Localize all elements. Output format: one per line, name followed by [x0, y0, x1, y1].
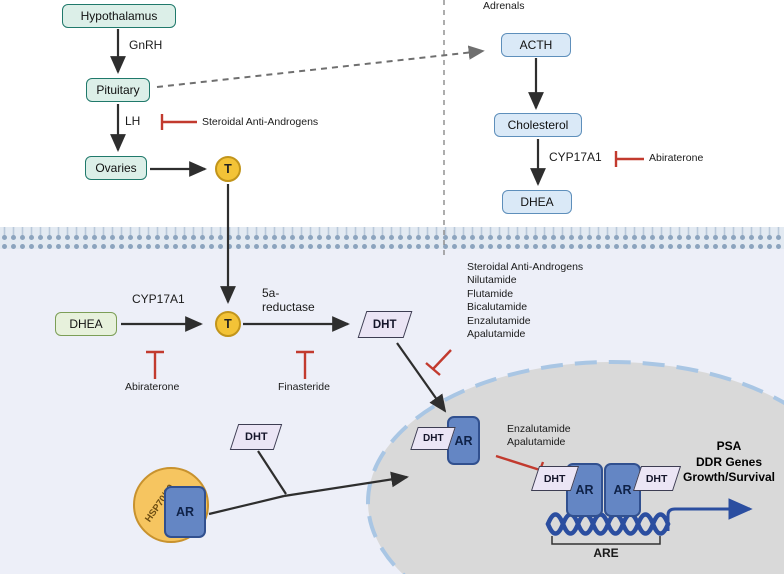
- acth-box: ACTH: [501, 33, 571, 57]
- transcription-arrow: [666, 498, 753, 531]
- cyp17a1-cell-label: CYP17A1: [132, 292, 185, 306]
- antagonist-item: Apalutamide: [467, 328, 526, 341]
- antagonist-item: Bicalutamide: [467, 301, 528, 314]
- dhea-adrenal-label: DHEA: [520, 195, 554, 209]
- ar-hsp-label: AR: [175, 505, 195, 519]
- ar-hsp-box: AR: [164, 486, 206, 538]
- antagonist-item: Nilutamide: [467, 274, 517, 287]
- dht-free-label: DHT: [244, 431, 268, 443]
- gene-output-list: PSA DDR Genes Growth/Survival: [674, 439, 784, 486]
- antagonist-item: Flutamide: [467, 287, 514, 300]
- ar-antagonist-list: Steroidal Anti-Androgens Nilutamide Flut…: [467, 261, 583, 341]
- ovaries-label: Ovaries: [95, 161, 137, 175]
- are-bracket: [551, 536, 661, 545]
- dht-main-parallelogram: DHT: [357, 311, 413, 338]
- dhea-cell-label: DHEA: [69, 317, 103, 331]
- testosterone-letter: T: [224, 162, 232, 176]
- cyp17a1-adrenal-label: CYP17A1: [549, 150, 602, 164]
- dht-nucleus-label: DHT: [422, 433, 444, 444]
- dht-nucleus-parallelogram: DHT: [410, 427, 456, 450]
- abiraterone-cell-label: Abiraterone: [125, 381, 180, 393]
- pituitary-label: Pituitary: [96, 83, 140, 97]
- dna-helix: [545, 512, 671, 536]
- are-label: ARE: [593, 546, 619, 560]
- testosterone-letter-cell: T: [224, 317, 232, 331]
- testosterone-circle-cell: T: [215, 311, 241, 337]
- lh-inhibitor-label: Steroidal Anti-Androgens: [202, 116, 319, 128]
- adrenals-title: Adrenals: [483, 0, 525, 12]
- nuclear-antagonists-label: Enzalutamide Apalutamide: [507, 423, 571, 449]
- inhibitor-tbars: [146, 114, 644, 479]
- lh-label: LH: [125, 114, 141, 128]
- gene-output-item: DDR Genes: [695, 454, 763, 469]
- ar-dna-right-label: AR: [613, 483, 632, 497]
- cell-membrane: [0, 227, 784, 249]
- antagonist-item: Steroidal Anti-Androgens: [467, 261, 584, 273]
- cholesterol-label: Cholesterol: [507, 118, 569, 132]
- hypothalamus-label: Hypothalamus: [80, 9, 158, 23]
- abiraterone-adrenal-label: Abiraterone: [649, 152, 704, 164]
- gnrh-label: GnRH: [129, 38, 163, 52]
- pathway-arrows: [110, 29, 546, 516]
- ovaries-box: Ovaries: [85, 156, 147, 180]
- gene-output-item: PSA: [716, 439, 742, 453]
- reductase-enzyme-label: 5a- reductase: [262, 286, 315, 314]
- dht-free-parallelogram: DHT: [229, 424, 283, 450]
- dht-dna-right-label: DHT: [646, 472, 668, 485]
- ar-nucleus-box: AR: [447, 416, 480, 465]
- ar-nucleus-label: AR: [454, 433, 473, 448]
- antagonist-item: Enzalutamide: [467, 314, 531, 327]
- dht-main-label: DHT: [373, 318, 397, 331]
- cholesterol-box: Cholesterol: [494, 113, 582, 137]
- testosterone-circle-top: T: [215, 156, 241, 182]
- dht-dna-left-parallelogram: DHT: [530, 466, 580, 491]
- pituitary-box: Pituitary: [86, 78, 150, 102]
- pituitary-to-acth-dashed-arrow: [156, 45, 485, 88]
- acth-label: ACTH: [519, 38, 553, 52]
- hypothalamus-box: Hypothalamus: [62, 4, 176, 28]
- ar-dna-left-label: AR: [575, 483, 594, 497]
- gene-output-item: Growth/Survival: [682, 470, 776, 484]
- dhea-cell-box: DHEA: [55, 312, 117, 336]
- finasteride-label: Finasteride: [278, 381, 330, 393]
- dht-dna-left-label: DHT: [544, 472, 566, 485]
- dhea-adrenal-box: DHEA: [502, 190, 572, 214]
